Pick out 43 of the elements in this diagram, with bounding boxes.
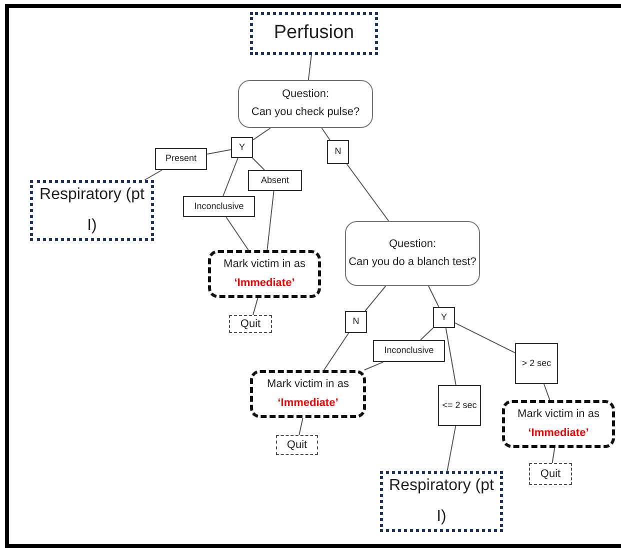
connector-line xyxy=(298,418,304,436)
connector-line xyxy=(364,286,386,312)
connector-line xyxy=(321,128,330,140)
connector-line xyxy=(308,54,312,80)
question-box: Question: Can you check pulse? xyxy=(238,80,373,128)
branch-label-box: Present xyxy=(155,148,207,170)
connector-line xyxy=(420,328,434,340)
connector-line xyxy=(252,298,258,316)
connector-line xyxy=(226,216,249,250)
terminal-box: Perfusion xyxy=(250,12,378,55)
quit-box: Quit xyxy=(529,463,572,485)
action-box: Mark victim in as ‘Immediate’ xyxy=(502,400,615,448)
connector-line xyxy=(252,128,271,140)
branch-label-box: N xyxy=(327,140,349,164)
quit-box: Quit xyxy=(276,435,318,455)
connector-line xyxy=(206,149,232,155)
branch-label-box: Inconclusive xyxy=(183,196,255,217)
connector-line xyxy=(445,328,456,386)
connector-line xyxy=(266,190,274,250)
connector-line xyxy=(252,158,265,170)
terminal-box: Respiratory (pt I) xyxy=(30,180,154,241)
connector-line xyxy=(346,164,390,222)
question-box: Question: Can you do a blanch test? xyxy=(345,221,480,286)
branch-label-box: Y xyxy=(433,307,455,328)
connector-line xyxy=(454,322,516,354)
connector-line xyxy=(446,426,456,472)
action-box: Mark victim in as ‘Immediate’ xyxy=(208,250,321,298)
connector-line xyxy=(364,362,384,370)
quit-box: Quit xyxy=(229,315,272,333)
connector-line xyxy=(543,384,550,400)
branch-label-box: Y xyxy=(231,137,253,158)
branch-label-box: > 2 sec xyxy=(515,343,558,384)
branch-label-box: Inconclusive xyxy=(373,340,445,362)
connector-line xyxy=(552,448,556,464)
branch-label-box: Absent xyxy=(248,170,302,191)
terminal-box: Respiratory (pt I) xyxy=(380,471,503,532)
branch-label-box: N xyxy=(345,311,367,333)
action-box: Mark victim in as ‘Immediate’ xyxy=(250,370,366,418)
branch-label-box: <= 2 sec xyxy=(438,385,481,426)
connector-line xyxy=(324,332,350,370)
connector-line xyxy=(222,158,238,196)
connector-line xyxy=(144,170,162,180)
connector-line xyxy=(428,286,440,308)
